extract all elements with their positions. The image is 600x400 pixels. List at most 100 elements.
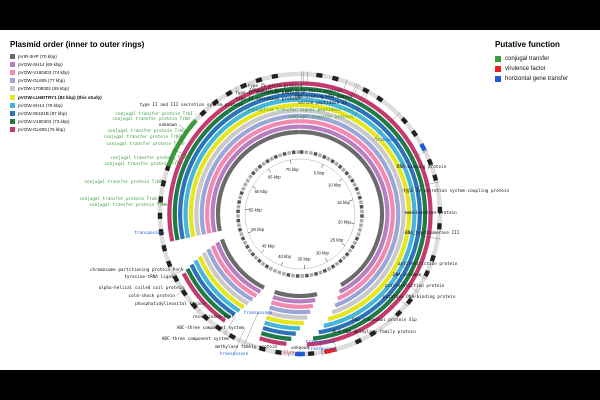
tick-mark <box>290 159 292 164</box>
leader-line <box>194 113 197 116</box>
gene-block <box>356 190 361 196</box>
plasmid-ring-segment <box>267 310 308 320</box>
leader-line <box>395 150 429 167</box>
gene-block <box>211 98 220 107</box>
gene-block <box>322 154 327 160</box>
tick-mark <box>268 168 271 173</box>
gene-annotation-label: DNA topoisomerase III <box>405 230 460 236</box>
plasmid-legend-item: pVOW-1708302 (69 kbp) <box>10 85 102 93</box>
plasmid-rings <box>167 81 433 347</box>
gene-block <box>190 302 198 310</box>
gene-block <box>322 268 328 274</box>
gene-annotation-label: transposase <box>306 339 335 345</box>
gene-block <box>338 258 343 264</box>
tick-label: 25 kbp <box>330 237 344 242</box>
tick-label: 35 kbp <box>297 256 311 261</box>
gene-block <box>245 178 251 183</box>
tick-label: 15 kbp <box>337 200 351 205</box>
gene-block <box>330 158 336 164</box>
tick-mark <box>349 199 354 202</box>
leader-line <box>319 341 323 356</box>
leader-line <box>237 327 246 343</box>
legend-label: pVOW-1708302 (69 kbp) <box>18 86 69 92</box>
gene-annotation-label: transposase <box>244 310 273 316</box>
gene-block <box>330 264 336 269</box>
gene-block <box>357 195 362 200</box>
gene-block <box>286 272 291 277</box>
gene-annotation-label: conjugative transfer signal peptidase Tr… <box>245 107 354 113</box>
legend-label: pVOW-05101B (97 kbp) <box>18 110 67 116</box>
leader-line <box>157 203 169 205</box>
leader-line <box>348 82 358 103</box>
leader-line <box>306 71 308 93</box>
legend-swatch <box>10 78 15 84</box>
gene-block <box>239 232 244 237</box>
legend-swatch <box>495 76 501 82</box>
tick-mark <box>341 243 346 246</box>
gene-block <box>261 161 267 167</box>
plasmid-ring-segment <box>299 81 433 347</box>
leader-line <box>179 287 186 292</box>
gene-block <box>347 248 353 254</box>
leader-lines <box>157 71 443 357</box>
gene-annotation-label: antirestriction protein <box>398 261 458 267</box>
leader-line <box>171 269 185 277</box>
gene-annotation-label: SSU ribosomal protein S1p <box>352 317 417 323</box>
gene-annotation-label: antirestriction protein <box>385 283 445 289</box>
gene-annotation-label: phosphatidylinositol kinase <box>135 301 205 307</box>
gene-block <box>287 150 292 156</box>
legend-swatch <box>10 110 15 116</box>
gene-annotation-label: methylase family protein <box>215 344 277 350</box>
legend-label: pVOW-SH14 (79 kbp) <box>18 102 63 108</box>
gene-block <box>158 228 164 236</box>
gene-block <box>180 289 188 297</box>
leader-line <box>172 148 190 158</box>
gene-annotation-label: DNA primase <box>393 272 422 278</box>
plasmid-ring-segment <box>197 255 245 310</box>
gene-block <box>405 297 414 306</box>
leader-line <box>191 118 193 120</box>
leader-line <box>243 312 259 346</box>
leader-line <box>354 89 370 117</box>
leader-line <box>401 181 440 191</box>
plasmid-ring-segment <box>299 108 406 315</box>
gene-block <box>341 255 347 261</box>
plasmid-ring-segment <box>193 259 241 313</box>
gene-annotation-label: conjugal transfer protein TrbG <box>107 128 185 134</box>
gene-annotation-label: conjugal transfer protein TrbD <box>110 155 188 161</box>
gene-annotation-label: DNA-binding protein <box>397 164 447 170</box>
gene-block <box>237 227 243 232</box>
gene-block <box>172 275 180 283</box>
leader-line <box>321 348 324 356</box>
gene-block <box>331 75 339 82</box>
tick-mark <box>260 249 265 254</box>
plasmid-ring-segment <box>215 129 300 232</box>
gene-annotation-label: type II secretion protein <box>235 96 300 102</box>
legend-swatch <box>10 69 15 75</box>
gene-block <box>282 151 287 157</box>
gene-annotation-label: type II and III secretion system protein <box>140 102 244 108</box>
plasmid-ring-segment <box>299 113 401 308</box>
gene-block <box>269 156 274 162</box>
gene-block <box>265 158 270 164</box>
tick-label: 60 kbp <box>255 189 269 194</box>
gene-block <box>214 324 223 332</box>
gene-block <box>344 251 350 257</box>
leader-line <box>235 86 245 105</box>
tick-mark <box>321 164 324 168</box>
gene-block <box>255 77 263 84</box>
plasmid-ring-segment <box>299 102 412 322</box>
gene-block <box>341 167 347 173</box>
gene-block <box>166 260 173 268</box>
plasmid-ring-segment <box>206 248 254 302</box>
plasmid-legend-item: pVOW-GL605 (77 kbp) <box>10 77 102 85</box>
gene-block <box>260 261 266 267</box>
gene-annotation-label: conjugal transfer protein TrbE <box>106 141 184 147</box>
plasmid-ring-segment <box>299 97 417 328</box>
gene-block <box>358 223 363 228</box>
gene-block <box>237 199 242 205</box>
plasmid-ring-segment <box>270 300 314 309</box>
gene-block <box>240 236 246 241</box>
